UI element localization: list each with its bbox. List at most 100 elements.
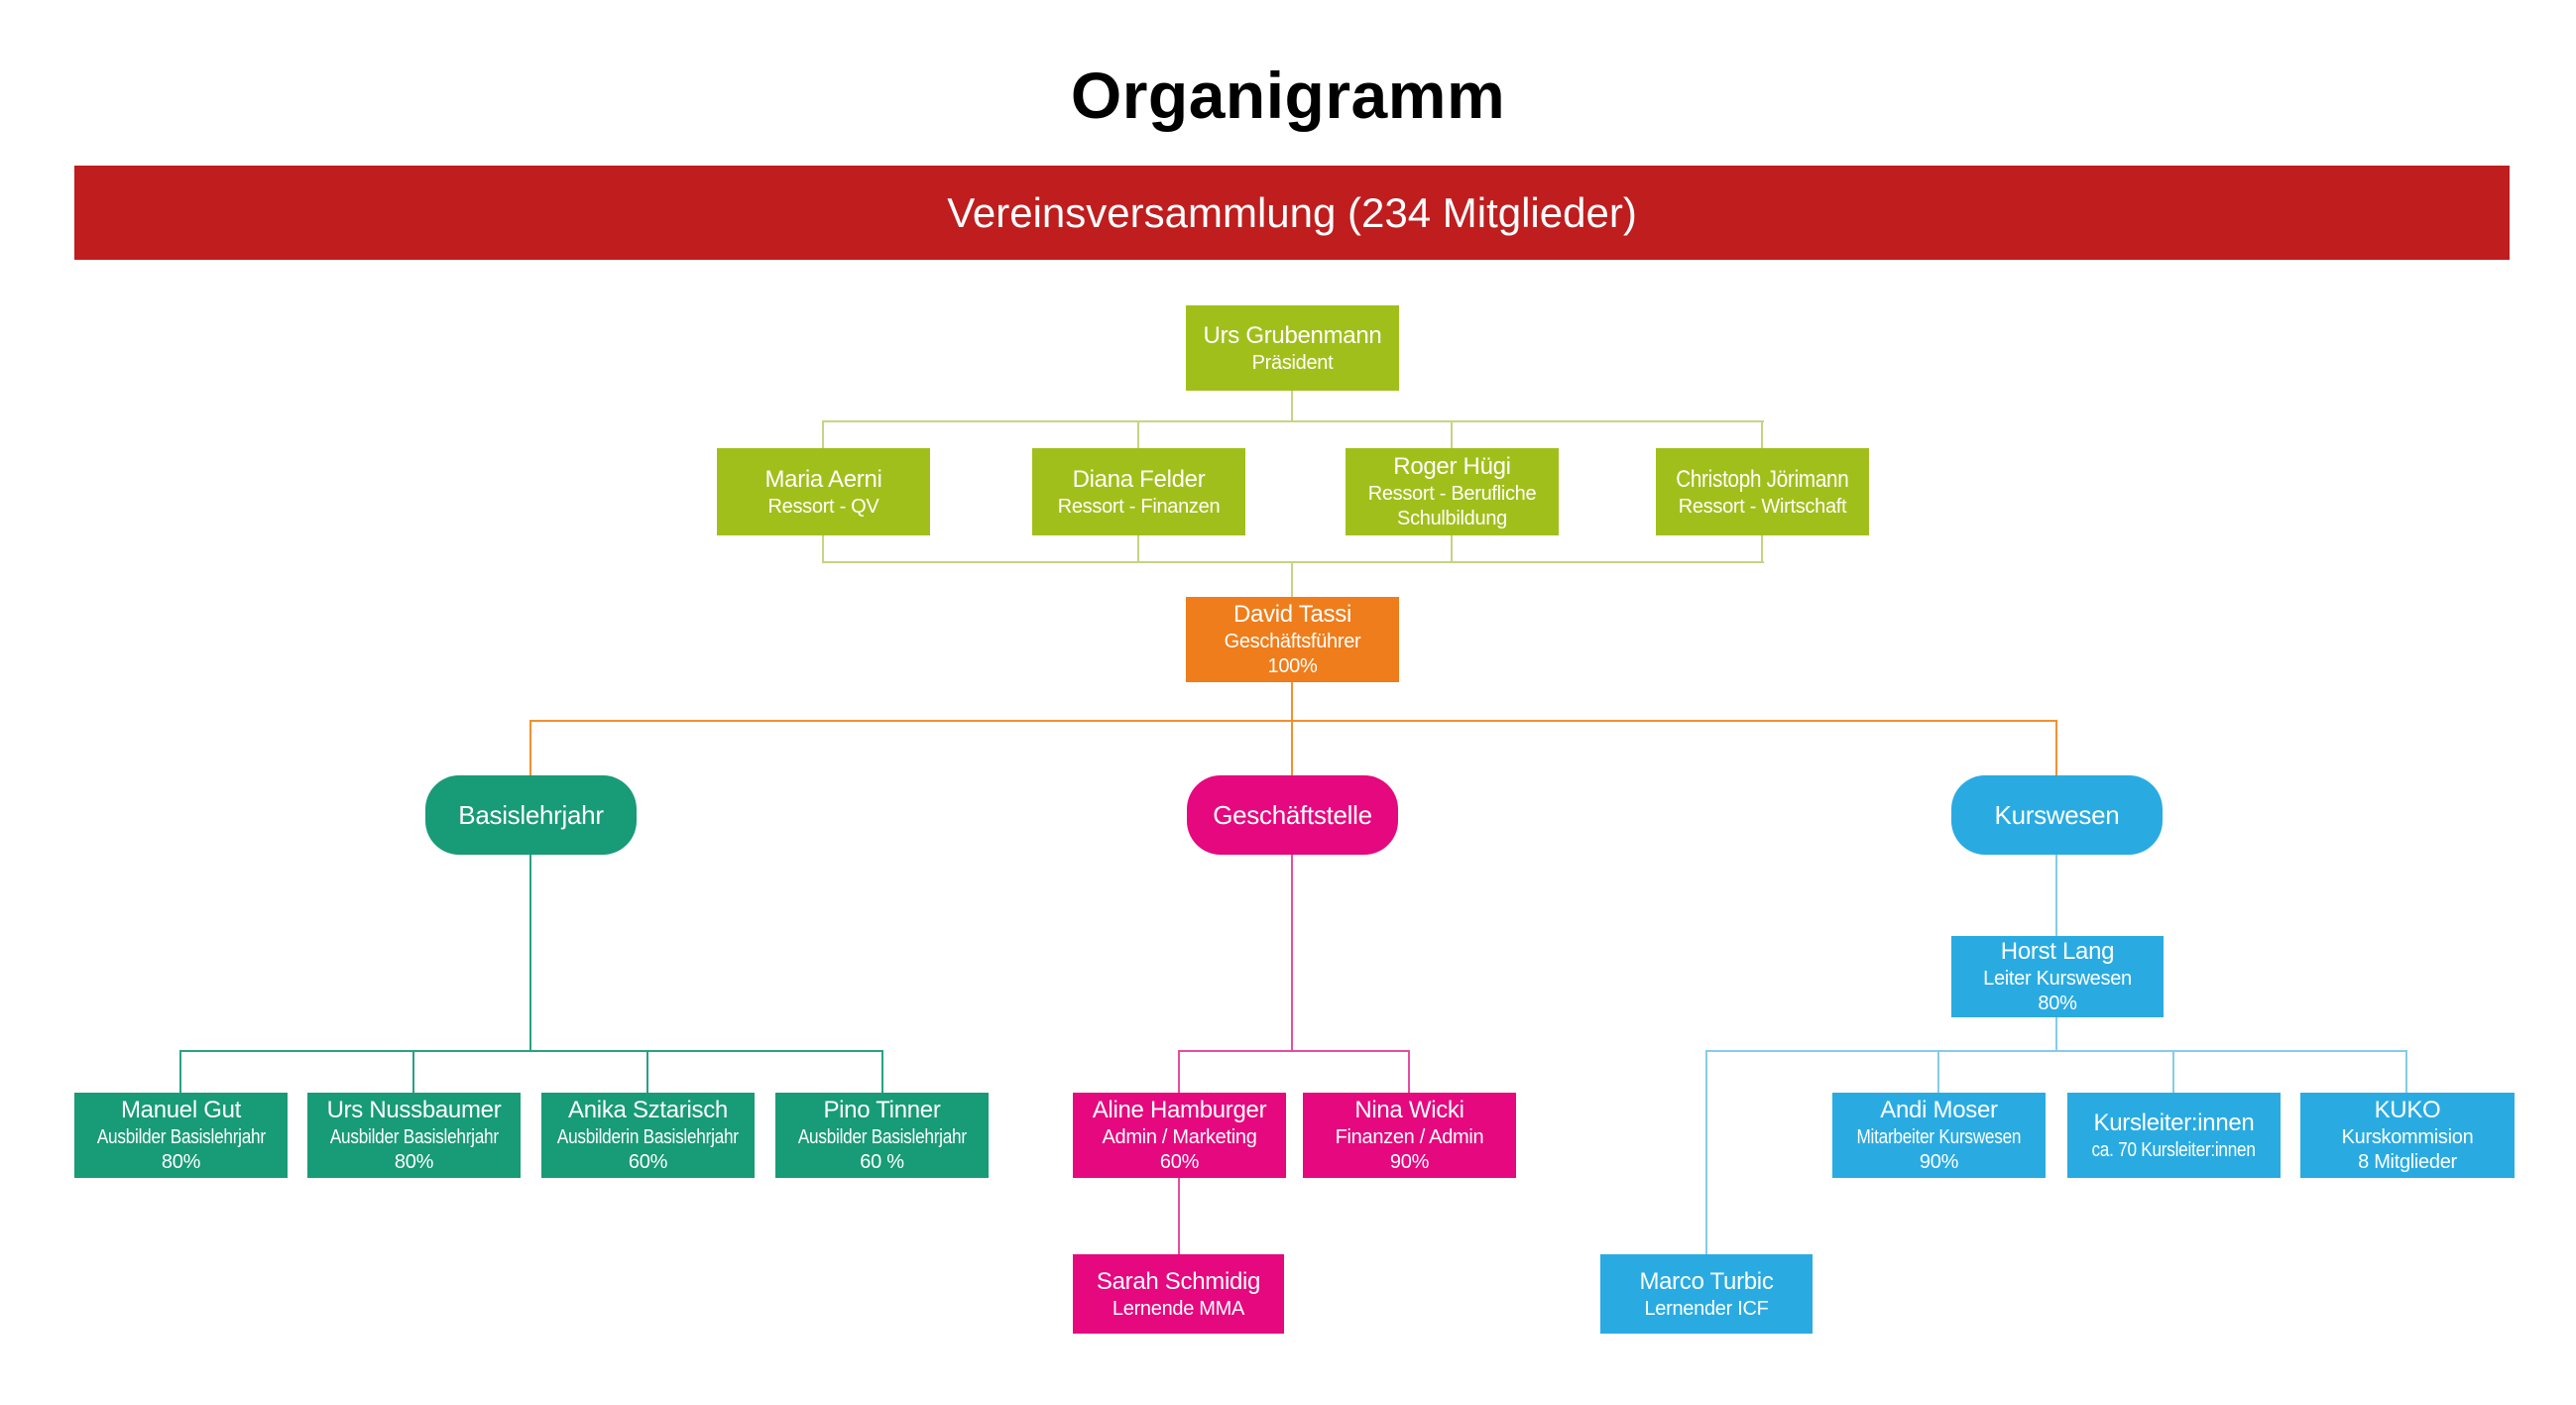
role-label: Schulbildung — [1397, 508, 1507, 529]
connector-horst-down — [2055, 1017, 2057, 1051]
banner-vereinsversammlung: Vereinsversammlung (234 Mitglieder) — [74, 166, 2510, 260]
node-christoph-joerimann: Christoph Jörimann Ressort - Wirtschaft — [1656, 448, 1869, 535]
node-manuel-gut: Manuel Gut Ausbilder Basislehrjahr 80% — [74, 1093, 288, 1178]
pill-basislehrjahr: Basislehrjahr — [425, 775, 637, 855]
name-label: Manuel Gut — [120, 1097, 242, 1123]
role-label: ca. 70 Kursleiter:innen — [2091, 1138, 2257, 1161]
workload-label: 90% — [1389, 1151, 1430, 1173]
role-label: Mitarbeiter Kurswesen — [1856, 1126, 2022, 1148]
role-label: Lernende MMA — [1112, 1297, 1245, 1320]
connector-nina-drop — [1408, 1050, 1410, 1093]
role-label: Lernender ICF — [1644, 1297, 1769, 1320]
node-urs-nussbaumer: Urs Nussbaumer Ausbilder Basislehrjahr 8… — [307, 1093, 521, 1178]
role-label: Ressort - Berufliche — [1367, 483, 1537, 505]
banner-label: Vereinsversammlung (234 Mitglieder) — [947, 188, 1637, 236]
branch-label: Geschäftstelle — [1213, 799, 1372, 830]
page-title: Organigramm — [1070, 59, 1506, 132]
workload-label: 80% — [161, 1151, 201, 1173]
connector-kursleiter-drop — [2172, 1050, 2174, 1093]
connector-roger-down — [1451, 535, 1453, 563]
node-roger-huegi: Roger Hügi Ressort - Berufliche Schulbil… — [1346, 448, 1559, 535]
name-label: Nina Wicki — [1354, 1097, 1464, 1123]
role-label: Ausbilderin Basislehrjahr — [557, 1126, 739, 1148]
role-label: Admin / Marketing — [1102, 1126, 1257, 1148]
node-diana-felder: Diana Felder Ressort - Finanzen — [1032, 448, 1245, 535]
connector-kurswesen-drop — [2055, 720, 2057, 775]
node-david-tassi: David Tassi Geschäftsführer 100% — [1186, 597, 1399, 682]
role-label: Präsident — [1251, 351, 1334, 374]
connector-basislehrjahr-down — [529, 855, 531, 1051]
branch-label: Basislehrjahr — [458, 799, 604, 830]
connector-kurswesen-bus — [1705, 1050, 2407, 1052]
workload-label: 60% — [1159, 1151, 1200, 1173]
node-maria-aerni: Maria Aerni Ressort - QV — [717, 448, 930, 535]
name-label: Maria Aerni — [764, 465, 882, 493]
node-pino-tinner: Pino Tinner Ausbilder Basislehrjahr 60 % — [775, 1093, 989, 1178]
name-label: Andi Moser — [1880, 1097, 1998, 1123]
connector-aline-drop — [1178, 1050, 1180, 1093]
workload-label: 80% — [394, 1151, 434, 1173]
connector-david-drop — [1291, 682, 1293, 721]
name-label: Kursleiter:innen — [2093, 1109, 2255, 1136]
name-label: Marco Turbic — [1639, 1267, 1774, 1295]
name-label: Pino Tinner — [823, 1097, 941, 1123]
node-andi-moser: Andi Moser Mitarbeiter Kurswesen 90% — [1832, 1093, 2046, 1178]
connector-christoph-drop — [1761, 420, 1763, 448]
role-label: Finanzen / Admin — [1335, 1126, 1484, 1148]
connector-christoph-down — [1761, 535, 1763, 563]
workload-label: 80% — [2038, 993, 2077, 1014]
connector-kurswesen-down — [2055, 855, 2057, 936]
name-label: Urs Grubenmann — [1203, 321, 1382, 349]
pill-kurswesen: Kurswesen — [1951, 775, 2163, 855]
role-label: Leiter Kurswesen — [1983, 968, 2132, 990]
connector-board-bottom-bus — [823, 561, 1764, 563]
role-label: Ausbilder Basislehrjahr — [797, 1126, 967, 1148]
connector-diana-down — [1137, 535, 1139, 563]
connector-geschaeftstelle-bus — [1178, 1050, 1410, 1052]
node-kuko: KUKO Kurskommision 8 Mitglieder — [2300, 1093, 2515, 1178]
connector-sarah-drop — [1178, 1178, 1180, 1254]
workload-label: 60 % — [860, 1151, 904, 1173]
name-label: Horst Lang — [2000, 938, 2115, 965]
role-label: Ressort - Wirtschaft — [1678, 495, 1847, 518]
pill-geschaeftstelle: Geschäftstelle — [1187, 775, 1398, 855]
role-label: Kurskommision — [2341, 1126, 2474, 1148]
name-label: Urs Nussbaumer — [326, 1097, 502, 1123]
node-nina-wicki: Nina Wicki Finanzen / Admin 90% — [1303, 1093, 1516, 1178]
connector-anika-drop — [646, 1050, 648, 1093]
node-aline-hamburger: Aline Hamburger Admin / Marketing 60% — [1073, 1093, 1286, 1178]
connector-andi-drop — [1937, 1050, 1939, 1093]
connector-manager-drop — [1291, 561, 1293, 597]
connector-board-top-bus — [823, 420, 1764, 422]
connector-urs-nussbaumer-drop — [412, 1050, 414, 1093]
role-label: Ausbilder Basislehrjahr — [329, 1126, 499, 1148]
name-label: Aline Hamburger — [1092, 1097, 1267, 1123]
workload-label: 100% — [1267, 655, 1318, 677]
connector-branch-bus — [529, 720, 2057, 722]
connector-kuko-drop — [2405, 1050, 2407, 1093]
connector-president-drop — [1291, 391, 1293, 421]
connector-manuel-drop — [179, 1050, 181, 1093]
role-label: 8 Mitglieder — [2358, 1151, 2457, 1173]
role-label: Geschäftsführer — [1224, 631, 1361, 652]
role-label: Ausbilder Basislehrjahr — [96, 1126, 266, 1148]
connector-marco-drop — [1705, 1050, 1707, 1254]
role-label: Ressort - QV — [767, 495, 879, 518]
name-label: Diana Felder — [1072, 465, 1206, 493]
connector-geschaeftstelle-down — [1291, 855, 1293, 1051]
connector-pino-drop — [881, 1050, 883, 1093]
node-sarah-schmidig: Sarah Schmidig Lernende MMA — [1073, 1254, 1284, 1334]
workload-label: 90% — [1919, 1151, 1959, 1173]
node-marco-turbic: Marco Turbic Lernender ICF — [1600, 1254, 1813, 1334]
name-label: Roger Hügi — [1393, 453, 1511, 480]
connector-roger-drop — [1451, 420, 1453, 448]
name-label: KUKO — [2374, 1097, 2441, 1123]
node-anika-sztarisch: Anika Sztarisch Ausbilderin Basislehrjah… — [541, 1093, 755, 1178]
name-label: David Tassi — [1233, 601, 1351, 628]
node-urs-grubenmann: Urs Grubenmann Präsident — [1186, 305, 1399, 391]
branch-label: Kurswesen — [1994, 799, 2120, 830]
node-kursleiter-innen: Kursleiter:innen ca. 70 Kursleiter:innen — [2067, 1093, 2281, 1178]
node-horst-lang: Horst Lang Leiter Kurswesen 80% — [1951, 936, 2164, 1017]
connector-maria-drop — [822, 420, 824, 448]
